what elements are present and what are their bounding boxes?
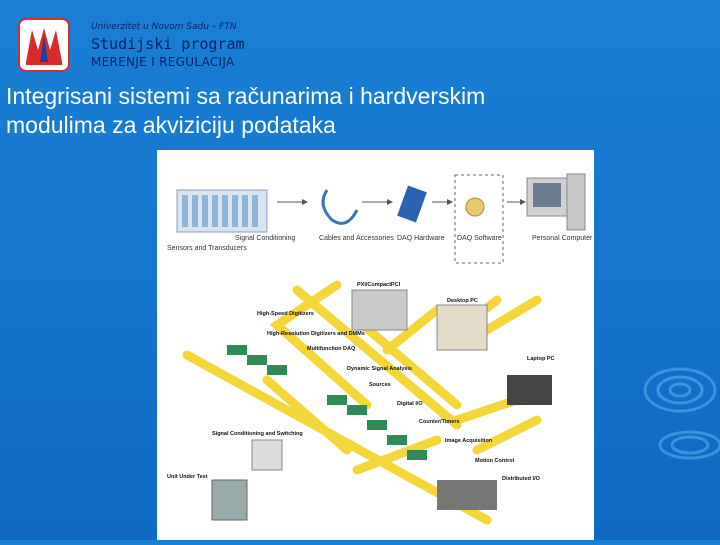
label-sc-switching: Signal Conditioning and Switching bbox=[212, 431, 303, 437]
label-digital-io: Digital I/O bbox=[397, 401, 423, 407]
equipment bbox=[211, 289, 552, 521]
label-daq-software: DAQ Software bbox=[457, 235, 502, 242]
label-unit-under-test: Unit Under Test bbox=[167, 474, 208, 480]
university-logo bbox=[18, 18, 70, 72]
label-distributed: Distributed I/O bbox=[502, 476, 541, 482]
label-laptop: Laptop PC bbox=[527, 356, 555, 362]
daq-diagram: Sensors and Transducers Signal Condition… bbox=[167, 173, 593, 525]
program-label: Studijski program bbox=[91, 35, 245, 53]
label-daq-hardware: DAQ Hardware bbox=[397, 235, 445, 242]
label-high-speed: High-Speed Digitizers bbox=[257, 311, 314, 317]
slide-title-line-2: modulima za akviziciju podataka bbox=[6, 112, 336, 138]
label-pxi: PXI/CompactPCI bbox=[357, 282, 401, 288]
daq-system-figure: Sensors and Transducers Signal Condition… bbox=[157, 150, 594, 540]
water-ripple-decoration bbox=[643, 367, 720, 460]
label-dynamic: Dynamic Signal Analysis bbox=[347, 366, 412, 372]
label-signal-conditioning: Signal Conditioning bbox=[235, 235, 295, 242]
label-desktop: Desktop PC bbox=[447, 298, 478, 304]
bus-labels: PXI/CompactPCI Desktop PC Laptop PC High… bbox=[167, 282, 555, 482]
label-counter: Counter/Timers bbox=[419, 419, 460, 425]
label-multifunction: Multifunction DAQ bbox=[307, 346, 356, 352]
label-motion: Motion Control bbox=[475, 458, 515, 464]
label-computer: Personal Computer bbox=[532, 235, 593, 242]
label-high-res: High-Resolution Digitizers and DMMs bbox=[267, 331, 365, 337]
label-sources: Sources bbox=[369, 382, 391, 388]
label-cables: Cables and Accessories bbox=[319, 235, 394, 242]
label-image: Image Acquisition bbox=[445, 438, 493, 444]
slide-title-line-1: Integrisani sistemi sa računarima i hard… bbox=[6, 83, 486, 109]
label-sensors: Sensors and Transducers bbox=[167, 245, 247, 252]
department-name: MERENJE I REGULACIJA bbox=[91, 55, 235, 69]
slide-title: Integrisani sistemi sa računarima i hard… bbox=[6, 82, 706, 140]
ftn-logo-icon bbox=[26, 28, 62, 65]
pipeline-row: Sensors and Transducers Signal Condition… bbox=[167, 173, 593, 264]
university-name: Univerzitet u Novom Sadu – FTN bbox=[91, 22, 237, 32]
